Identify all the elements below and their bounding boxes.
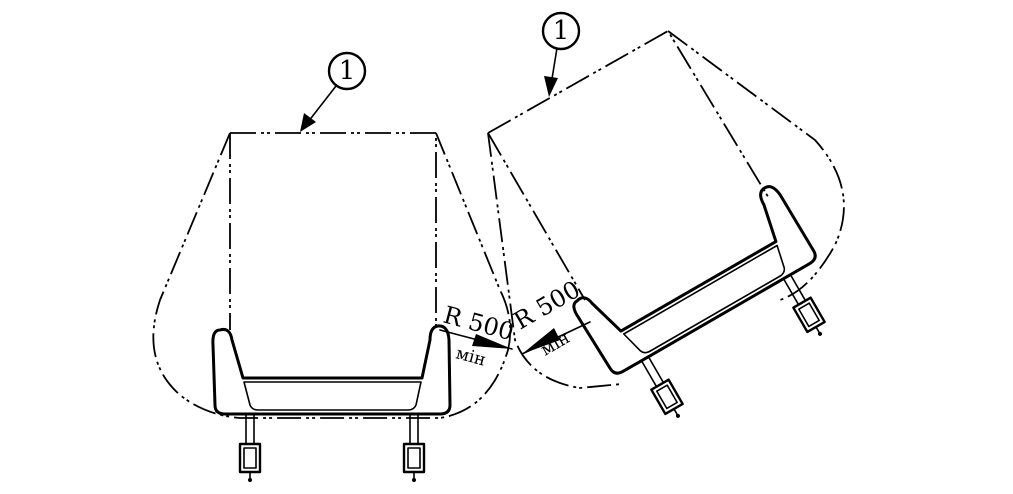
left-callout-number: 1 (339, 56, 356, 86)
left-envelope-outline (152, 132, 512, 419)
left-headrest-inner-line (243, 381, 422, 411)
left-support-rod-b (402, 413, 426, 482)
left-radius-arrowhead (472, 334, 512, 349)
right-headrest-body (572, 185, 826, 418)
left-radius-qualifier: мін (454, 344, 488, 371)
right-callout-arrowhead (544, 76, 558, 97)
right-callout-number: 1 (553, 16, 570, 46)
left-support-rod-a (238, 413, 262, 482)
right-head-contour (487, 29, 771, 301)
left-headrest-body (211, 324, 452, 416)
left-callout-arrowhead (300, 113, 316, 132)
right-radius-arrowhead (522, 328, 560, 354)
left-view: 1 R 500 мін (152, 51, 517, 482)
right-callout-balloon: 1 (541, 11, 581, 97)
left-callout-balloon: 1 (300, 51, 367, 132)
left-head-contour (229, 132, 437, 330)
left-radius-dimension: R 500 мін (439, 301, 517, 371)
right-radius-value: R 500 (509, 275, 585, 335)
right-view: 1 R 500 мін (487, 11, 845, 418)
